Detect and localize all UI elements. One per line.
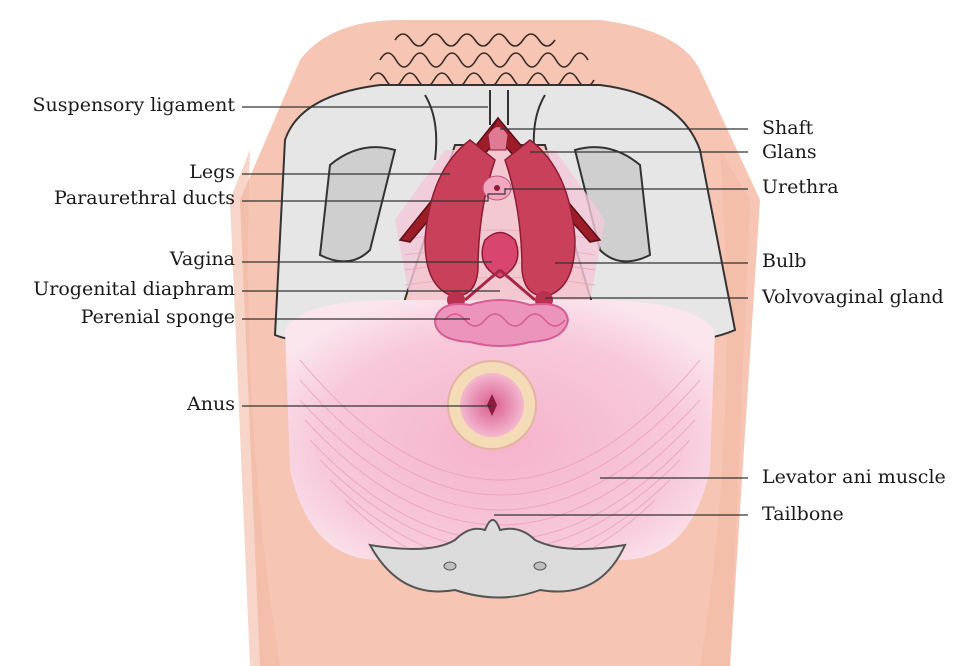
label-vagina: Vagina	[170, 248, 235, 270]
label-tailbone: Tailbone	[762, 503, 844, 525]
label-levator-ani-muscle: Levator ani muscle	[762, 466, 946, 488]
label-shaft: Shaft	[762, 117, 813, 139]
urethra-shape	[483, 176, 511, 200]
label-legs: Legs	[189, 161, 235, 183]
perineal-sponge-shape	[435, 300, 568, 346]
label-suspensory-ligament: Suspensory ligament	[33, 94, 235, 116]
label-bulb: Bulb	[762, 250, 806, 272]
label-glans: Glans	[762, 141, 817, 163]
glans-shape	[488, 127, 508, 151]
label-volvovaginal-gland: Volvovaginal gland	[762, 286, 944, 308]
anus-shape	[448, 361, 536, 449]
label-urethra: Urethra	[762, 176, 839, 198]
label-perenial-sponge: Perenial sponge	[81, 306, 235, 328]
label-urogenital-diaphram: Urogenital diaphram	[33, 278, 235, 300]
label-anus: Anus	[187, 393, 235, 415]
label-paraurethral-ducts: Paraurethral ducts	[54, 187, 235, 209]
